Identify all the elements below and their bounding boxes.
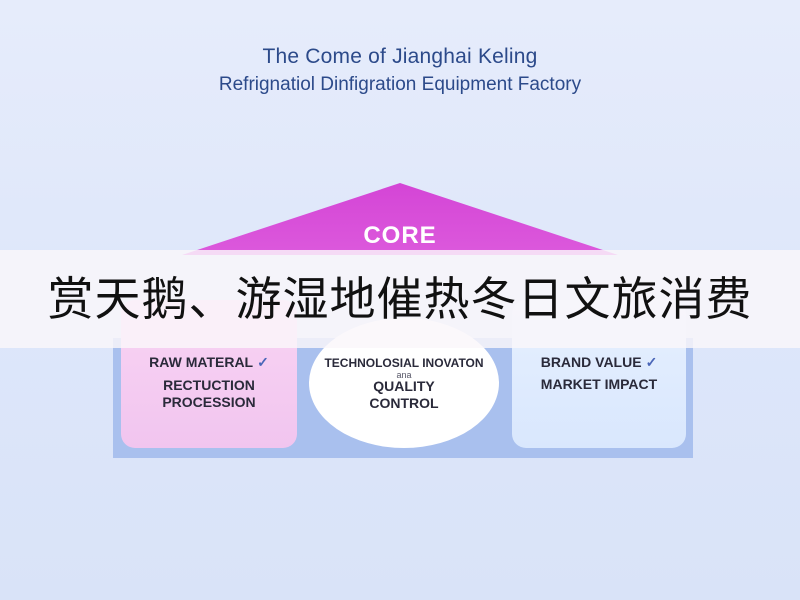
pillar-left-line-2: RECTUCTION <box>163 377 255 393</box>
title-block: The Come of Jianghai Keling Refrignatiol… <box>0 44 800 98</box>
circle-line-3: QUALITY <box>373 378 435 394</box>
title-line-1: The Come of Jianghai Keling <box>262 45 538 68</box>
pillar-right-line-1-text: BRAND VALUE <box>540 354 642 370</box>
check-icon: ✓ <box>257 354 269 370</box>
title-line-2: Refrignatiol Dinfigration Equipment Fact… <box>218 74 582 95</box>
pillar-right-line-1: BRAND VALUE✓ <box>512 354 686 371</box>
pillar-right-line-2: MARKET IMPACT <box>540 376 658 392</box>
circle-line-2: ana <box>396 370 412 380</box>
check-icon: ✓ <box>645 354 658 370</box>
pillar-left-line-3: PROCESSION <box>162 394 256 410</box>
caption-text: 赏天鹅、游湿地催热冬日文旅消费 <box>47 273 753 325</box>
roof-triangle <box>182 183 618 255</box>
circle-line-1: TECHNOLOSIAL INOVATON <box>324 356 484 370</box>
circle-line-4: CONTROL <box>369 395 439 411</box>
caption-banner: 赏天鹅、游湿地催热冬日文旅消费 <box>0 250 800 348</box>
pillar-left-line-1: RAW MATERAL✓ <box>121 354 297 371</box>
pillar-left-line-1-text: RAW MATERAL <box>149 354 254 370</box>
core-label: CORE <box>363 222 437 249</box>
